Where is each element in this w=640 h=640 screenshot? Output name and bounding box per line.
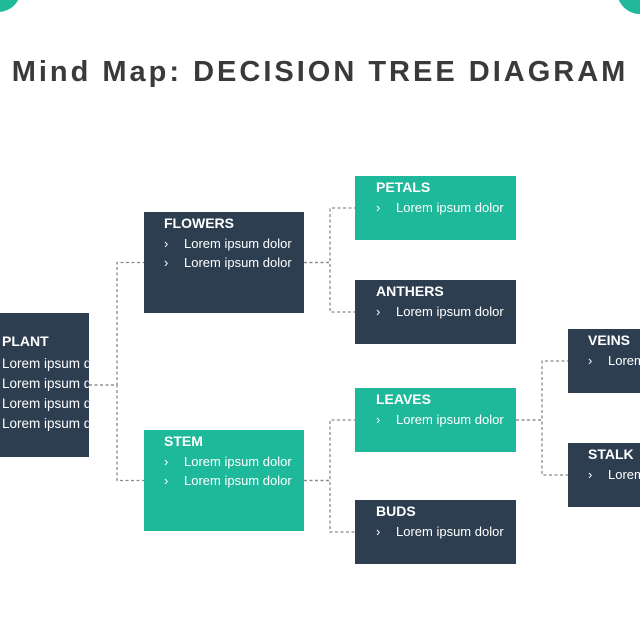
node-stalk: STALK › Lorem ipsum dolor (568, 443, 640, 507)
node-plant-item-text: Lorem ipsum dolor (2, 356, 89, 371)
connector-stem-buds (304, 479, 355, 533)
node-veins: VEINS › Lorem ipsum dolor (568, 329, 640, 393)
node-stem: STEM › Lorem ipsum dolor › Lorem ipsum dol… (144, 430, 304, 531)
connector-leaves-veins (516, 360, 568, 421)
node-stalk-item-text: Lorem ipsum dolor (608, 467, 640, 482)
node-anthers-label: ANTHERS (376, 283, 444, 299)
node-buds-label: BUDS (376, 503, 416, 519)
node-buds-item-text: Lorem ipsum dolor (396, 524, 504, 539)
node-flowers: FLOWERS › Lorem ipsum dolor › Lorem ipsum … (144, 212, 304, 313)
list-item: › Lorem ipsum dolor (588, 352, 640, 371)
list-item: › Lorem ipsum dolor (164, 453, 292, 472)
connector-flowers-anthers (304, 261, 355, 313)
connector-plant-flowers (89, 261, 144, 386)
node-leaves-item-text: Lorem ipsum dolor (396, 412, 504, 427)
node-flowers-item-text: Lorem ipsum dolor (184, 236, 292, 251)
node-leaves-label: LEAVES (376, 391, 431, 407)
list-item: › Lorem ipsum dolor (376, 199, 504, 218)
page-title: Mind Map: DECISION TREE DIAGRAM (11, 56, 629, 88)
node-flowers-label: FLOWERS (164, 215, 234, 231)
node-plant: PLANT Lorem ipsum dolor Lorem ipsum dolo… (0, 313, 89, 457)
list-item: Lorem ipsum dolor (2, 374, 89, 394)
list-item: › Lorem ipsum dolor (164, 235, 292, 254)
node-anthers: ANTHERS › Lorem ipsum dolor (355, 280, 516, 344)
node-stalk-label: STALK (588, 446, 634, 462)
node-petals-item-text: Lorem ipsum dolor (396, 200, 504, 215)
connector-leaves-stalk (516, 419, 568, 476)
node-plant-item-text: Lorem ipsum dolor (2, 376, 89, 391)
bullet-icon: › (164, 254, 169, 270)
connector-stem-leaves (304, 419, 355, 482)
node-anthers-item-text: Lorem ipsum dolor (396, 304, 504, 319)
list-item: Lorem ipsum dolor (2, 354, 89, 374)
connector-plant-stem (89, 384, 144, 482)
bullet-icon: › (588, 353, 593, 368)
list-item: › Lorem ipsum dolor (588, 466, 640, 485)
bullet-icon: › (588, 467, 593, 482)
node-plant-item-text: Lorem ipsum dolor (2, 416, 89, 431)
node-leaves: LEAVES › Lorem ipsum dolor (355, 388, 516, 452)
list-item: › Lorem ipsum dolor (376, 523, 504, 542)
list-item: › Lorem ipsum dolor (164, 472, 292, 491)
node-petals-label: PETALS (376, 179, 431, 195)
bullet-icon: › (164, 236, 169, 251)
node-stem-item-text: Lorem ipsum dolor (184, 454, 292, 469)
bullet-icon: › (376, 304, 381, 319)
node-buds: BUDS › Lorem ipsum dolor (355, 500, 516, 564)
list-item: › Lorem ipsum dolor (376, 303, 504, 322)
bullet-icon: › (164, 472, 169, 488)
connector-flowers-petals (304, 207, 355, 264)
bullet-icon: › (376, 524, 381, 539)
list-item: Lorem ipsum dolor (2, 414, 89, 434)
list-item: › Lorem ipsum dolor (164, 254, 292, 273)
node-veins-item-text: Lorem ipsum dolor (608, 353, 640, 368)
bullet-icon: › (376, 412, 381, 427)
bullet-icon: › (376, 200, 381, 215)
bullet-icon: › (164, 454, 169, 469)
node-plant-item-text: Lorem ipsum dolor (2, 396, 89, 411)
node-plant-label: PLANT (2, 333, 49, 349)
list-item: › Lorem ipsum dolor (376, 411, 504, 430)
node-stem-item-text: Lorem ipsum dolor (184, 472, 292, 488)
node-veins-label: VEINS (588, 332, 631, 348)
list-item: Lorem ipsum dolor (2, 394, 89, 414)
node-flowers-item-text: Lorem ipsum dolor (184, 254, 292, 270)
node-stem-label: STEM (164, 433, 203, 449)
node-petals: PETALS › Lorem ipsum dolor (355, 176, 516, 240)
